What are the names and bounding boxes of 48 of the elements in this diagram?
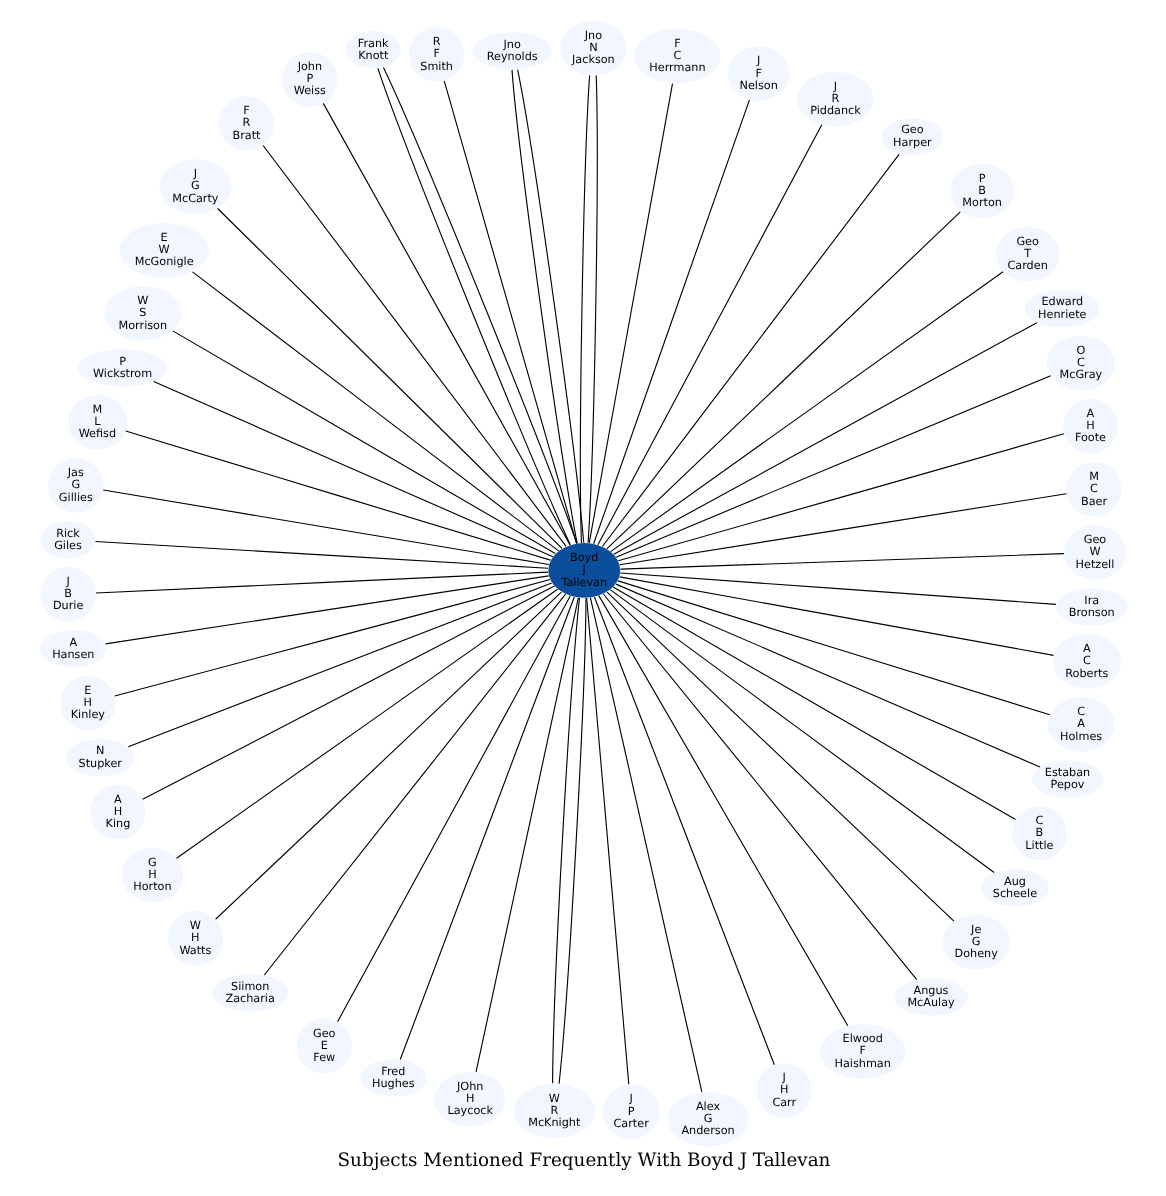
- connector: [616, 580, 1050, 716]
- connector: [601, 593, 917, 981]
- connector: [585, 597, 629, 1085]
- connector: [614, 583, 1040, 768]
- connector: [126, 582, 552, 748]
- connector: [618, 493, 1067, 566]
- connector: [618, 576, 1054, 656]
- connector: [113, 579, 550, 697]
- connector: [152, 380, 553, 558]
- connector: [141, 585, 554, 800]
- connector: [93, 540, 548, 569]
- connector: [619, 553, 1064, 570]
- connector: [190, 271, 559, 552]
- connector: [600, 153, 899, 548]
- connector: [262, 593, 566, 976]
- connector: [124, 430, 550, 561]
- connector: [474, 597, 578, 1073]
- connector: [614, 375, 1051, 558]
- connector: [586, 75, 597, 544]
- connector: [336, 595, 570, 1023]
- connector: [551, 597, 580, 1084]
- connector: [398, 596, 574, 1061]
- connector: [104, 575, 549, 645]
- connector: [214, 591, 561, 920]
- connector: [592, 596, 774, 1066]
- connector: [94, 571, 548, 594]
- connector: [261, 144, 566, 547]
- connector: [578, 74, 590, 544]
- diagram-title: Subjects Mentioned Frequently With Boyd J Tallevan: [336, 1149, 830, 1172]
- connector: [171, 330, 555, 555]
- connector: [618, 572, 1056, 605]
- connector: [592, 99, 749, 545]
- connector: [605, 211, 960, 550]
- connector: [608, 589, 994, 874]
- connector: [612, 322, 1037, 555]
- connector: [101, 489, 549, 566]
- connector: [597, 595, 848, 1027]
- connector: [605, 591, 954, 922]
- connector: [557, 597, 586, 1085]
- connector: [321, 102, 570, 546]
- connector: [216, 207, 562, 549]
- connector: [611, 586, 1016, 821]
- connector: [588, 597, 702, 1093]
- connector: [587, 83, 673, 544]
- connector: [609, 271, 1003, 553]
- connector: [175, 588, 558, 859]
- connector: [616, 433, 1064, 562]
- connector: [596, 124, 822, 546]
